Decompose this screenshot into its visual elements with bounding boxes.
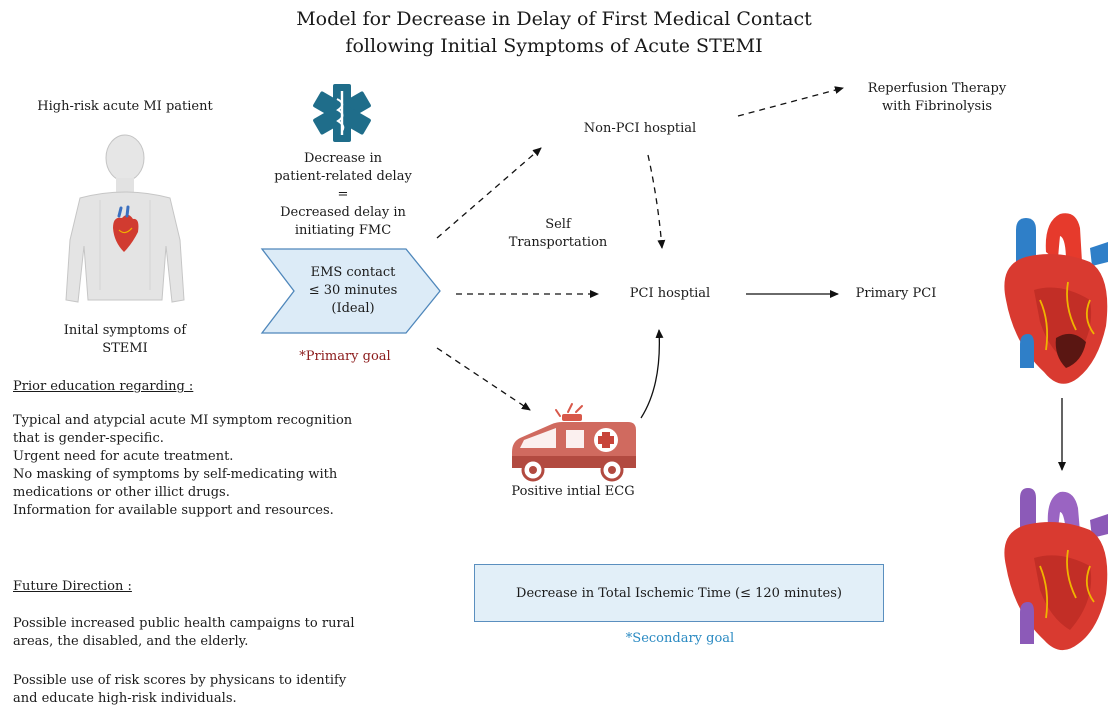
total-ischemic-time-box: Decrease in Total Ischemic Time (≤ 120 m… bbox=[474, 564, 884, 622]
pci-hospital-label: PCI hosptial bbox=[629, 286, 711, 301]
delay-note: Decrease in patient-related delay = Decr… bbox=[274, 151, 412, 238]
diagram-title: Model for Decrease in Delay of First Med… bbox=[0, 6, 1108, 60]
self-transportation-label: Self Transportation bbox=[508, 217, 608, 250]
future-paragraph-1: Possible increased public health campaig… bbox=[13, 616, 355, 649]
non-pci-hospital-label: Non-PCI hosptial bbox=[583, 121, 697, 136]
primary-goal-label: *Primary goal bbox=[299, 349, 391, 364]
education-list: Typical and atypcial acute MI symptom re… bbox=[13, 412, 373, 520]
education-item: No masking of symptoms by self-medicatin… bbox=[13, 467, 338, 482]
total-ischemic-time-text: Decrease in Total Ischemic Time (≤ 120 m… bbox=[516, 585, 842, 601]
arrow-nonpci-to-reperfusion bbox=[737, 86, 844, 117]
primary-pci-label: Primary PCI bbox=[855, 286, 937, 301]
future-direction-heading: Future Direction : bbox=[13, 579, 132, 594]
education-item: that is gender-specific. bbox=[13, 431, 164, 446]
arrow-ems-to-nonpci bbox=[436, 147, 542, 239]
star-of-life-icon bbox=[313, 84, 371, 142]
title-line-2: following Initial Symptoms of Acute STEM… bbox=[345, 35, 763, 57]
arrow-ems-to-ambulance bbox=[436, 347, 531, 411]
education-item: medications or other illict drugs. bbox=[13, 485, 230, 500]
education-item: Typical and atypcial acute MI symptom re… bbox=[13, 413, 353, 428]
ems-contact-box bbox=[260, 248, 441, 334]
reperfusion-therapy-label: Reperfusion Therapy with Fibrinolysis bbox=[867, 81, 1007, 114]
education-item: Urgent need for acute treatment. bbox=[13, 449, 234, 464]
education-heading: Prior education regarding : bbox=[13, 379, 194, 394]
title-line-1: Model for Decrease in Delay of First Med… bbox=[296, 8, 812, 30]
education-item: Information for available support and re… bbox=[13, 503, 334, 518]
healthy-heart-icon bbox=[1004, 488, 1108, 651]
ambulance-icon bbox=[512, 403, 636, 482]
heart-icon bbox=[113, 205, 139, 252]
arrow-ambulance-to-pci bbox=[640, 329, 664, 419]
patient-label: High-risk acute MI patient bbox=[37, 99, 213, 114]
positive-ecg-label: Positive intial ECG bbox=[511, 484, 635, 499]
ems-contact-text: EMS contact ≤ 30 minutes (Ideal) bbox=[308, 265, 398, 316]
damaged-heart-icon bbox=[1004, 213, 1108, 384]
secondary-goal-label: *Secondary goal bbox=[625, 631, 735, 646]
future-paragraph-2: Possible use of risk scores by physicans… bbox=[13, 673, 347, 706]
initial-symptoms-label: Inital symptoms of STEMI bbox=[63, 323, 187, 356]
arrow-nonpci-to-pci bbox=[647, 154, 666, 249]
